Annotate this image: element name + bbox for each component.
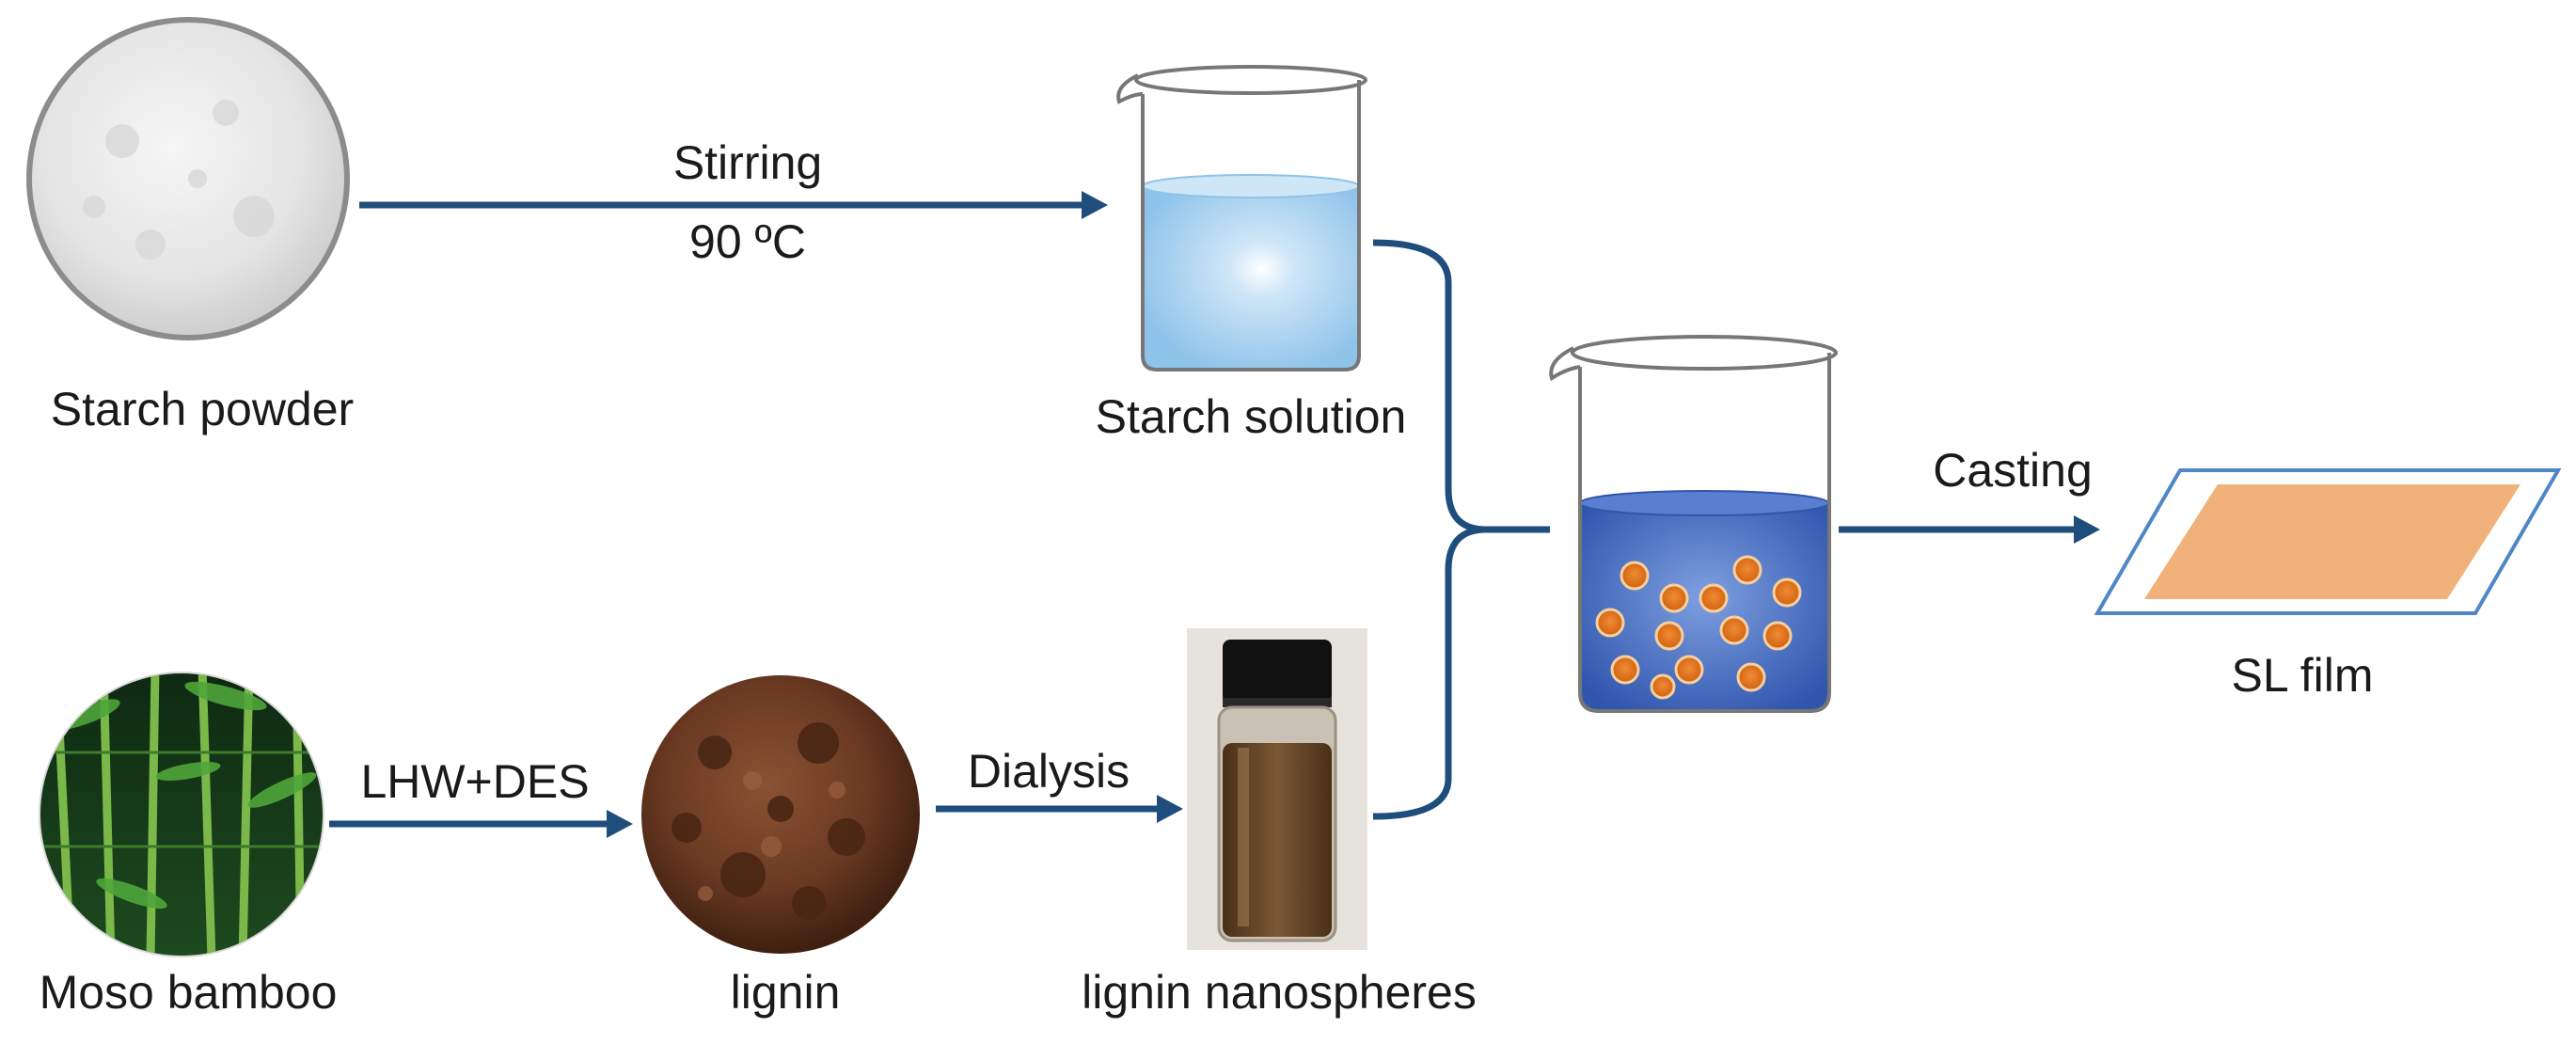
lignin-image [641,675,920,954]
mixture-beaker [1549,335,1838,713]
dialysis-label: Dialysis [967,745,1130,798]
arrow-casting [1839,515,2100,544]
moso-bamboo-image [39,672,324,957]
stirring-label: Stirring [672,136,823,189]
lignin-label: lignin [730,966,841,1019]
nanosphere-particles [1595,555,1802,700]
lignin-nanospheres-vial [1187,628,1367,950]
lignin-nanospheres-label: lignin nanospheres [1082,966,1477,1019]
starch-solution-label: Starch solution [1095,390,1407,443]
sl-film [2094,468,2562,615]
arrow-lhw-des [329,810,633,838]
merge-brace [1372,239,1550,820]
starch-powder-image [26,17,350,340]
arrow-stirring [359,191,1108,219]
starch-powder-label: Starch powder [50,383,355,435]
temperature-label: 90 ºC [689,215,806,268]
lhw-des-label: LHW+DES [360,755,590,808]
starch-solution-beaker [1116,65,1367,372]
casting-label: Casting [1933,444,2093,497]
sl-film-label: SL film [2231,649,2374,702]
arrow-dialysis [936,795,1183,823]
moso-bamboo-label: Moso bamboo [39,966,338,1019]
